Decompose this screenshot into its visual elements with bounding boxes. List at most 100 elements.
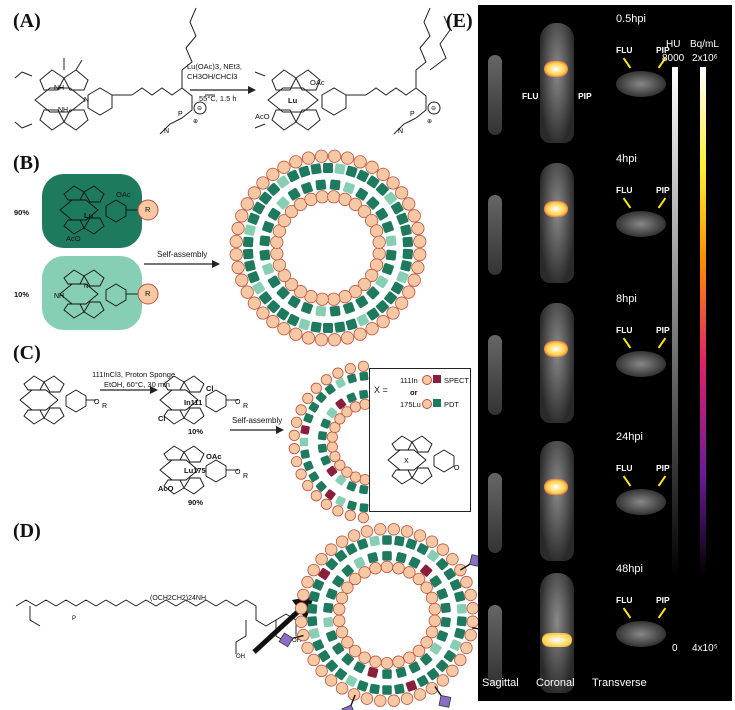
- porphyrin-unit: [394, 535, 405, 547]
- porphyrin-unit: [356, 313, 369, 327]
- legend-generic-structure: X O: [387, 435, 460, 485]
- svg-text:O: O: [94, 399, 100, 406]
- porphyrin-unit: [385, 235, 397, 247]
- svg-text:P: P: [178, 111, 183, 118]
- porphyrin-unit: [301, 301, 313, 314]
- timepoint-label: 8hpi: [616, 293, 637, 305]
- lipid-head: [460, 641, 473, 655]
- lipid-head: [314, 149, 329, 163]
- porphyrin-unit: [436, 558, 449, 571]
- lipid-head: [266, 315, 280, 329]
- lipid-head: [288, 443, 300, 455]
- porphyrin-unit: [456, 603, 467, 614]
- transverse-scan: [616, 489, 666, 515]
- panel-c-self-assembly-label: Self-assembly: [232, 416, 283, 425]
- svg-text:N: N: [398, 128, 403, 135]
- flu-label: FLU: [616, 595, 633, 605]
- porphyrin-unit: [287, 295, 301, 309]
- porphyrin-unit: [355, 187, 369, 201]
- panel-a-structures: NH NH N P N ⊖ ⊕ P N ⊖ ⊕: [14, 7, 451, 135]
- lipid-head: [348, 197, 363, 211]
- yellow-arrow: [622, 197, 632, 209]
- porphyrin-unit: [318, 650, 331, 663]
- lipid-head: [310, 490, 322, 502]
- svg-text:⊖: ⊖: [197, 106, 202, 112]
- porphyrin-unit: [287, 187, 301, 201]
- panel-a-label: (A): [13, 10, 41, 32]
- porphyrin-unit: [375, 300, 389, 314]
- view-label: Coronal: [536, 677, 575, 689]
- panel-b-self-assembly-label: Self-assembly: [157, 250, 208, 259]
- yellow-arrow: [657, 337, 667, 349]
- lipid-head: [407, 273, 421, 287]
- panel-b-aco: AcO: [66, 234, 81, 243]
- porphyrin-unit: [308, 401, 320, 413]
- porphyrin-unit: [242, 248, 254, 260]
- legend-in-label: 111In: [400, 376, 418, 385]
- porphyrin-unit: [449, 639, 462, 651]
- porphyrin-unit: [320, 455, 331, 466]
- porphyrin-unit: [310, 321, 322, 333]
- lipid-head: [372, 235, 386, 249]
- porphyrin-unit: [326, 407, 338, 419]
- porphyrin-unit: [334, 549, 347, 562]
- panel-c-self-assembly-arrow: [230, 426, 284, 434]
- lipid-head: [335, 535, 349, 548]
- porphyrin-unit: [315, 481, 327, 492]
- porphyrin-unit: [262, 221, 275, 233]
- porphyrin-unit: [408, 556, 421, 569]
- porphyrin-unit: [307, 603, 318, 614]
- porphyrin-unit: [259, 249, 271, 261]
- porphyrin-unit: [347, 373, 357, 384]
- panel-c-reagents-line2: EtOH, 60°C, 30 min: [104, 380, 170, 389]
- porphyrin-unit: [308, 627, 320, 639]
- lipid-head: [270, 247, 284, 261]
- flu-label: FLU: [616, 185, 633, 195]
- lipid-head: [235, 273, 249, 287]
- porphyrin-unit: [324, 383, 336, 395]
- lipid-head: [297, 628, 310, 642]
- transverse-scan: [616, 211, 666, 237]
- lipid-head: [324, 674, 338, 687]
- porphyrin-unit: [335, 377, 346, 389]
- porphyrin-unit: [402, 236, 414, 248]
- lipid-head: [407, 209, 421, 223]
- panel-c-pct-in: 10%: [188, 427, 204, 436]
- porphyrin-unit: [334, 163, 346, 175]
- lipid-head: [295, 602, 308, 615]
- lipid-head: [229, 247, 243, 262]
- svg-text:R: R: [102, 403, 107, 410]
- lipid-head: [387, 694, 400, 707]
- porphyrin-unit: [366, 175, 380, 189]
- lipid-head: [395, 296, 409, 310]
- lipid-head: [380, 560, 394, 574]
- lipid-head: [307, 563, 320, 577]
- lipid-head: [353, 155, 367, 169]
- lipid-head: [425, 625, 439, 639]
- porphyrin-unit: [301, 182, 313, 195]
- lipid-head: [412, 572, 426, 586]
- porphyrin-unit: [303, 460, 314, 471]
- lipid-head: [240, 197, 254, 211]
- porphyrin-unit: [395, 667, 407, 678]
- porphyrin-unit: [382, 685, 392, 695]
- panel-c-cl-bottom: Cl: [158, 414, 166, 423]
- porphyrin-unit: [381, 221, 394, 233]
- panel-c-half-vesicle: [288, 360, 371, 524]
- monomer-dark-green: [42, 174, 142, 248]
- lipid-head: [374, 523, 387, 536]
- panel-a-aco: AcO: [255, 112, 270, 121]
- panel-c-reagents-line1: 111InCl3, Proton Sponge: [92, 370, 176, 379]
- pip-label: PIP: [656, 185, 670, 195]
- svg-text:⊖: ⊖: [431, 106, 436, 112]
- lipid-head: [320, 498, 333, 510]
- monomer-light-green: [42, 256, 142, 330]
- lipid-head: [425, 591, 439, 605]
- porphyrin-unit: [367, 667, 379, 678]
- porphyrin-unit: [299, 437, 309, 447]
- porphyrin-unit: [332, 575, 345, 588]
- hu-max: 8000: [662, 53, 685, 64]
- lipid-head: [386, 176, 400, 190]
- porphyrin-unit: [315, 305, 327, 317]
- porphyrin-unit: [440, 602, 451, 613]
